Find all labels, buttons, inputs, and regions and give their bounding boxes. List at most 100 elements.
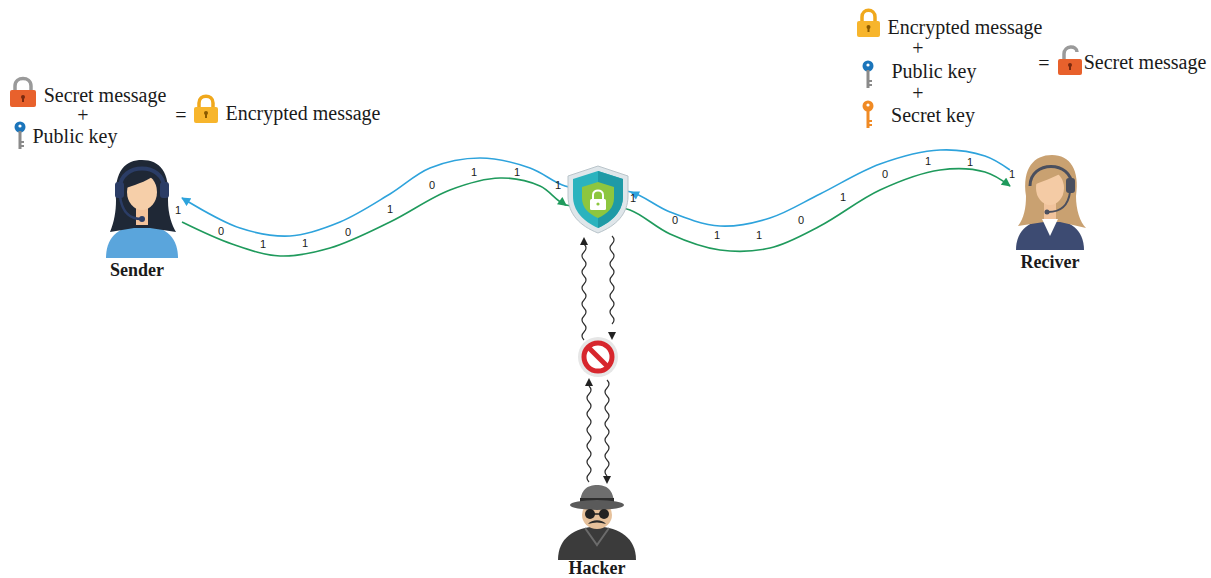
node-label: Reciver: [1021, 253, 1080, 272]
lock-body: [857, 21, 880, 37]
formula-text: Public key: [33, 125, 118, 147]
node-label: Sender: [110, 261, 164, 280]
hacker-figure: [558, 485, 636, 560]
key-head: [863, 61, 874, 72]
binary-digit: 1: [840, 191, 846, 203]
ear-cup: [1066, 178, 1075, 193]
person-node: Hacker: [550, 480, 644, 578]
operator-sign: =: [1038, 52, 1049, 74]
security-shield: [568, 166, 628, 233]
person-node: Sender: [92, 150, 182, 280]
hair: [110, 160, 176, 232]
key-tooth: [869, 80, 872, 82]
arrowhead: [585, 378, 593, 386]
lock-body: [1058, 59, 1082, 75]
wavy-line: [605, 380, 609, 476]
binary-digit: 0: [429, 179, 435, 191]
coat: [558, 526, 636, 560]
binary-digit: 1: [514, 166, 520, 178]
data-flow-line: [182, 150, 1010, 236]
coat-collar: [585, 528, 609, 545]
lock-body: [194, 107, 218, 123]
lock-keyhole: [1069, 65, 1071, 70]
key-tooth: [21, 145, 24, 147]
lock-keyhole: [22, 97, 24, 102]
formula-text: Secret message: [1084, 51, 1207, 73]
binary-digit: 1: [471, 166, 477, 178]
binary-digit: 0: [345, 226, 351, 238]
shield-inner: [582, 182, 614, 218]
lock-shackle: [1064, 47, 1077, 60]
formula-text: Public key: [892, 60, 977, 82]
lock-shackle: [862, 10, 875, 22]
lock-keyhole: [205, 113, 207, 118]
microphone: [139, 216, 145, 222]
symbol-ring: [584, 343, 612, 371]
ear-cup: [115, 182, 124, 198]
person-node: Reciver: [1010, 145, 1090, 272]
wavy-line: [582, 244, 586, 340]
neck: [136, 208, 148, 225]
binary-digit: 1: [260, 238, 266, 250]
key-hole: [866, 103, 869, 106]
shield-face: [573, 171, 623, 228]
key-tooth: [869, 124, 872, 126]
data-flow-line: [182, 169, 1010, 256]
glasses-lens: [599, 509, 609, 519]
binary-digit: 0: [798, 214, 804, 226]
operator-sign: +: [912, 82, 923, 104]
lock-keyhole: [868, 27, 870, 32]
encrypted-lock-icon: [194, 96, 218, 123]
binary-digit: 1: [175, 204, 181, 216]
glasses-bridge: [594, 513, 600, 515]
binary-digit: 1: [756, 229, 762, 241]
lock-shackle: [15, 79, 31, 92]
binary-digit: 1: [555, 179, 561, 191]
key-tooth: [869, 120, 872, 122]
shirt-collar: [1042, 219, 1058, 236]
binary-digit: 1: [302, 237, 308, 249]
public-key-icon: [15, 122, 26, 150]
lock-body: [10, 90, 36, 107]
key-head: [15, 122, 26, 133]
hat-brim: [570, 500, 624, 510]
operator-sign: +: [77, 104, 88, 126]
shield-rim: [568, 166, 628, 233]
headset-band: [120, 169, 164, 189]
microphone: [1045, 210, 1050, 215]
arrowhead: [580, 237, 588, 245]
wavy-signals: [582, 236, 614, 482]
lock-shackle: [593, 191, 603, 200]
public-key-icon: [863, 61, 874, 89]
arrowhead: [608, 332, 616, 340]
binary-digit: 1: [925, 155, 931, 167]
wavy-line: [587, 386, 591, 482]
operator-sign: =: [175, 104, 186, 126]
formula-text: Secret key: [891, 104, 975, 126]
node-label: Hacker: [569, 559, 626, 578]
arrowhead: [557, 197, 567, 206]
microphone-arm: [1048, 192, 1070, 212]
symbol-bar: [589, 348, 608, 367]
binary-digit: 0: [882, 168, 888, 180]
key-tooth: [21, 141, 24, 143]
ear-cup: [160, 182, 169, 198]
arrowhead: [603, 476, 611, 484]
formula-text: Encrypted message: [888, 16, 1043, 38]
binary-digit: 0: [672, 214, 678, 226]
hair: [1018, 155, 1086, 228]
binary-digit: 1: [967, 156, 973, 168]
receiver-figure: [1016, 155, 1086, 250]
binary-digit: 1: [387, 203, 393, 215]
wavy-line: [610, 236, 614, 324]
closed-lock-icon: [10, 79, 36, 108]
lock-body: [590, 199, 606, 210]
operator-sign: +: [912, 37, 923, 59]
binary-digit: 1: [630, 192, 636, 204]
formula-text: Encrypted message: [226, 102, 381, 124]
formula-text: Secret message: [44, 84, 167, 106]
glasses-lens: [585, 509, 595, 519]
